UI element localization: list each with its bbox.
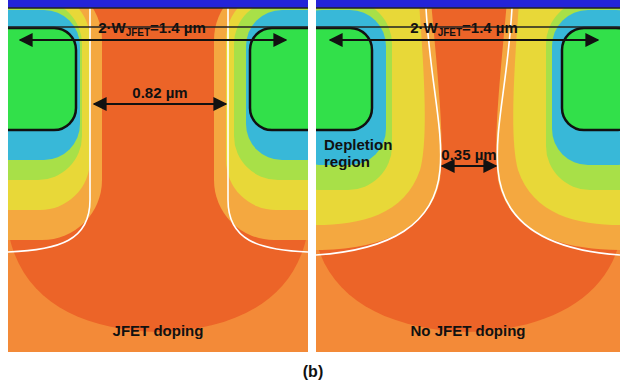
dimension-text: =1.4 µm — [462, 19, 518, 36]
dimension-arrow — [330, 39, 598, 41]
dimension-label: 2·WJFET=1.4 µm — [410, 19, 518, 39]
dimension-label: 0.82 µm — [132, 84, 187, 101]
region-label: No JFET doping — [411, 322, 526, 339]
dimension-label: 2·WJFET=1.4 µm — [98, 19, 206, 39]
figure-caption: (b) — [303, 363, 323, 381]
no-jfet-doping-panel — [316, 0, 620, 352]
subscript-text: JFET — [126, 27, 150, 38]
jfet-doped-panel — [8, 0, 308, 352]
dimension-label: 0.35 µm — [441, 146, 496, 163]
dimension-arrow — [20, 39, 286, 41]
region-label: JFET doping — [113, 322, 204, 339]
dimension-text: =1.4 µm — [150, 19, 206, 36]
subscript-text: JFET — [438, 27, 462, 38]
region-label: Depletion region — [324, 136, 394, 171]
dimension-arrow — [94, 103, 226, 105]
dimension-text: 2·W — [98, 19, 126, 36]
dimension-arrow — [442, 165, 496, 167]
dimension-text: 2·W — [410, 19, 438, 36]
